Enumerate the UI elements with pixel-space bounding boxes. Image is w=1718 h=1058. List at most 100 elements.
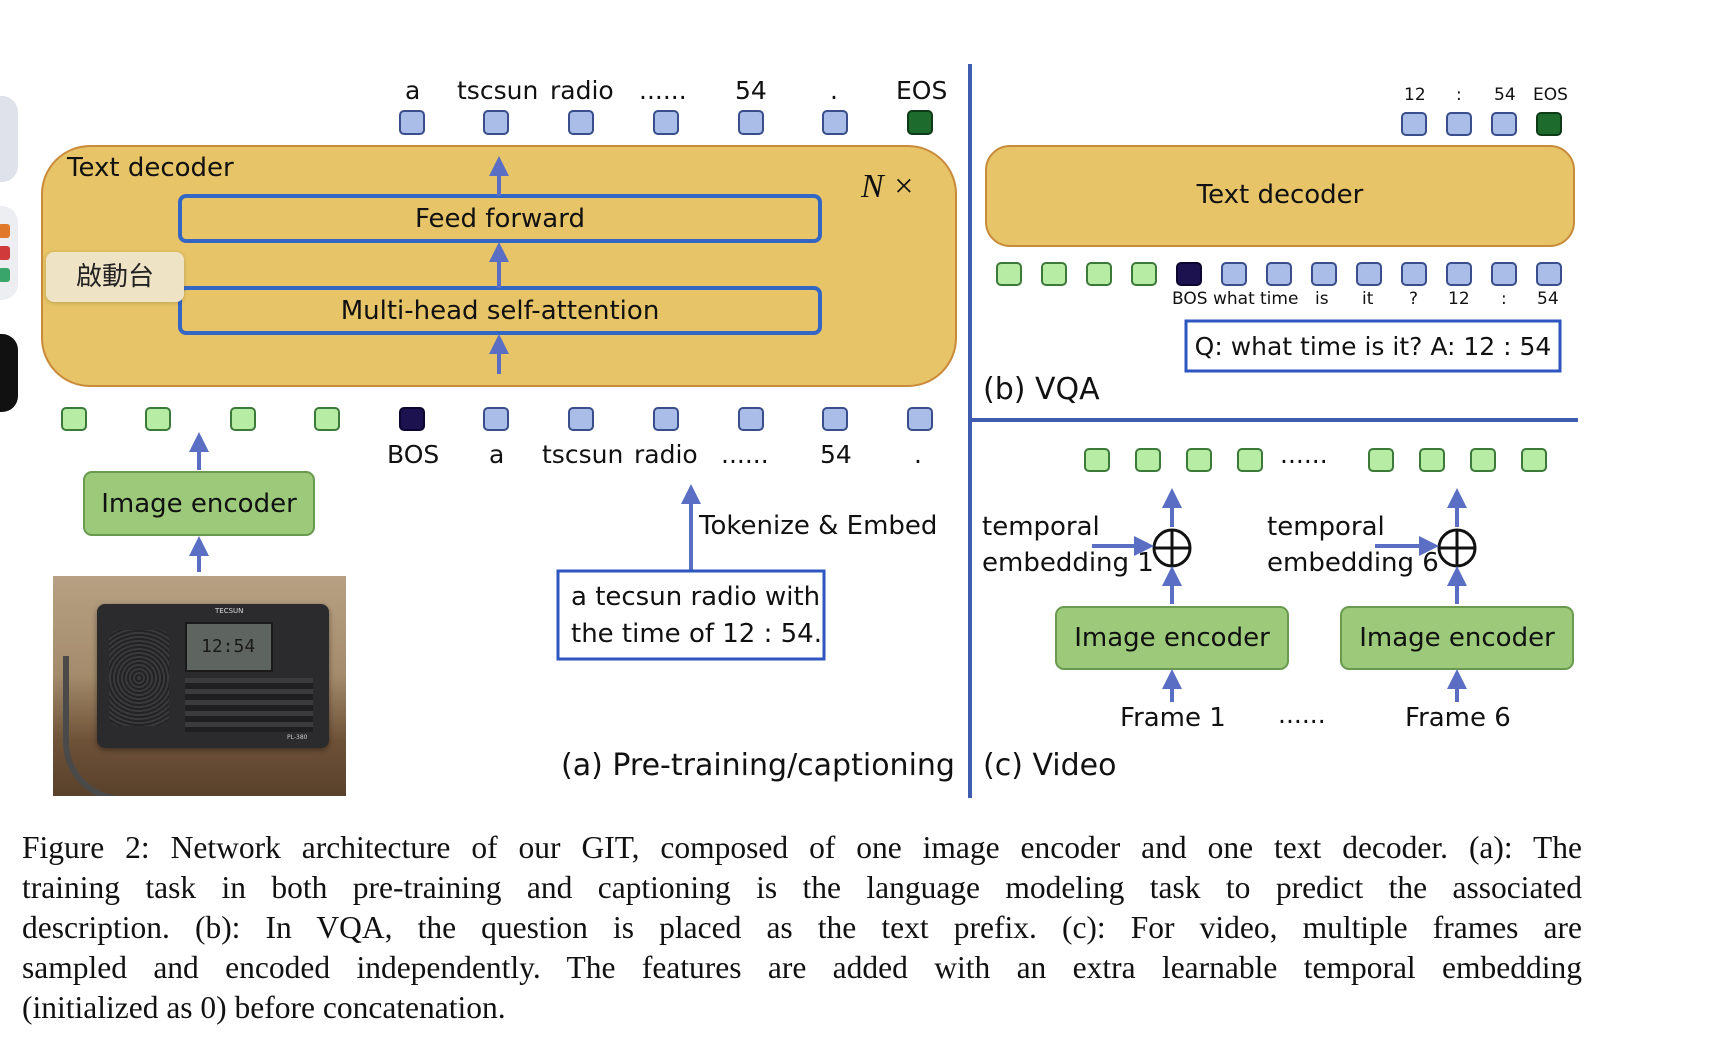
vqa-output-token-label: 12 [1404,85,1426,105]
input-token-label: ...... [721,440,769,469]
vqa-input-token-label: time [1260,289,1299,309]
vqa-input-token-label: BOS [1172,289,1208,309]
vqa-input-token-label: : [1501,289,1507,309]
vqa-input-token-label: it [1362,289,1374,309]
output-token [568,110,594,135]
input-token-label: tscsun [542,440,624,469]
frames-ellipsis: ...... [1278,700,1326,729]
temporal-embedding-1-line-2: embedding 1 [982,548,1154,578]
output-token [1491,112,1517,136]
eos-token [1536,112,1562,136]
video-tokens [1084,448,1547,472]
launchpad-tooltip: 啟動台 [46,252,184,302]
text-token [568,407,594,431]
vqa-question-box [1184,319,1562,373]
caption-line: sampled and encoded independently. The f… [22,950,1582,985]
output-token-label: a [405,76,421,105]
text-token [1221,262,1247,286]
output-token [1401,112,1427,136]
vqa-question-text: Q: what time is it? A: 12 : 54 [1194,332,1552,361]
bos-token [399,407,425,431]
output-token-label: EOS [896,76,948,105]
radio-strap [63,656,269,796]
image-token [314,407,340,431]
input-token-label: BOS [387,440,440,469]
frame-1-label: Frame 1 [1120,703,1226,733]
caption-input-line-1: a tecsun radio with [571,582,821,612]
radio-model: PL-380 [287,734,308,741]
vqa-input-token-label: what [1213,289,1255,309]
radio-display-time: 12:54 [201,636,256,657]
frame-token [1237,448,1263,472]
pretraining-image-encoder-box [83,471,315,536]
output-token [653,110,679,135]
bos-token [1176,262,1202,286]
output-token-label: 54 [735,76,767,105]
text-decoder-label: Text decoder [67,153,234,183]
vqa-text-decoder-label: Text decoder [1196,180,1364,210]
text-token [1311,262,1337,286]
image-encoder-label: Image encoder [101,489,297,519]
temporal-embedding-6-line-1: temporal [1267,512,1385,542]
image-token [1041,262,1067,286]
vqa-input-tokens [996,262,1562,286]
caption-input-line-2: the time of 12 : 54. [571,619,822,649]
input-token-label: . [914,440,922,469]
vqa-text-decoder-box [985,145,1575,247]
vqa-output-token-label: 54 [1494,85,1516,105]
caption-line: (initialized as 0) before concatenation. [22,990,506,1025]
text-token [653,407,679,431]
radio-photo: TECSUN 12:54 PL-380 [53,576,346,796]
input-token-label: a [489,440,505,469]
feed-forward-label: Feed forward [415,204,585,234]
dock-app-icon-top[interactable] [0,96,18,182]
text-token [1446,262,1472,286]
pretraining-input-tokens [61,407,933,431]
image-token [145,407,171,431]
dock-app-icon-bottom[interactable] [0,334,18,412]
text-token [1401,262,1427,286]
image-token [230,407,256,431]
output-token-label: radio [550,76,614,105]
output-token [483,110,509,135]
output-token [399,110,425,135]
figure-caption: Figure 2: Network architecture of our GI… [22,828,1582,1028]
input-token-label: 54 [820,440,852,469]
text-token [1266,262,1292,286]
frame-token [1186,448,1212,472]
dock-app-icon-middle[interactable] [0,206,18,300]
text-token [738,407,764,431]
output-token-label: . [830,76,838,105]
tokenize-label: Tokenize & Embed [699,511,938,541]
text-token [1356,262,1382,286]
image-token [996,262,1022,286]
frame-token [1368,448,1394,472]
frame-token [1135,448,1161,472]
video-image-encoder-label-1: Image encoder [1074,623,1270,653]
text-token [907,407,933,431]
repeat-label: N × [861,168,916,205]
caption-line: description. (b): In VQA, the question i… [22,910,1582,945]
vqa-input-token-label: is [1315,289,1329,309]
panel-label-b: (b) VQA [983,372,1100,407]
radio-brand: TECSUN [215,607,244,615]
output-token [738,110,764,135]
eos-token [907,110,933,135]
panel-label-c: (c) Video [983,748,1117,783]
video-ellipsis: ...... [1280,440,1328,469]
vqa-input-token-label: 54 [1537,289,1559,309]
output-token [822,110,848,135]
vqa-output-token-label: : [1456,85,1462,105]
vqa-output-tokens [1401,112,1562,136]
frame-token [1419,448,1445,472]
output-token [1446,112,1472,136]
frame-6-label: Frame 6 [1405,703,1511,733]
vqa-input-token-label: ? [1409,289,1419,309]
text-token [822,407,848,431]
text-token [1536,262,1562,286]
panel-label-a: (a) Pre-training/captioning [561,748,955,783]
frame-token [1084,448,1110,472]
frame-token [1470,448,1496,472]
output-token-label: ...... [639,76,687,105]
attention-label: Multi-head self-attention [340,296,660,326]
